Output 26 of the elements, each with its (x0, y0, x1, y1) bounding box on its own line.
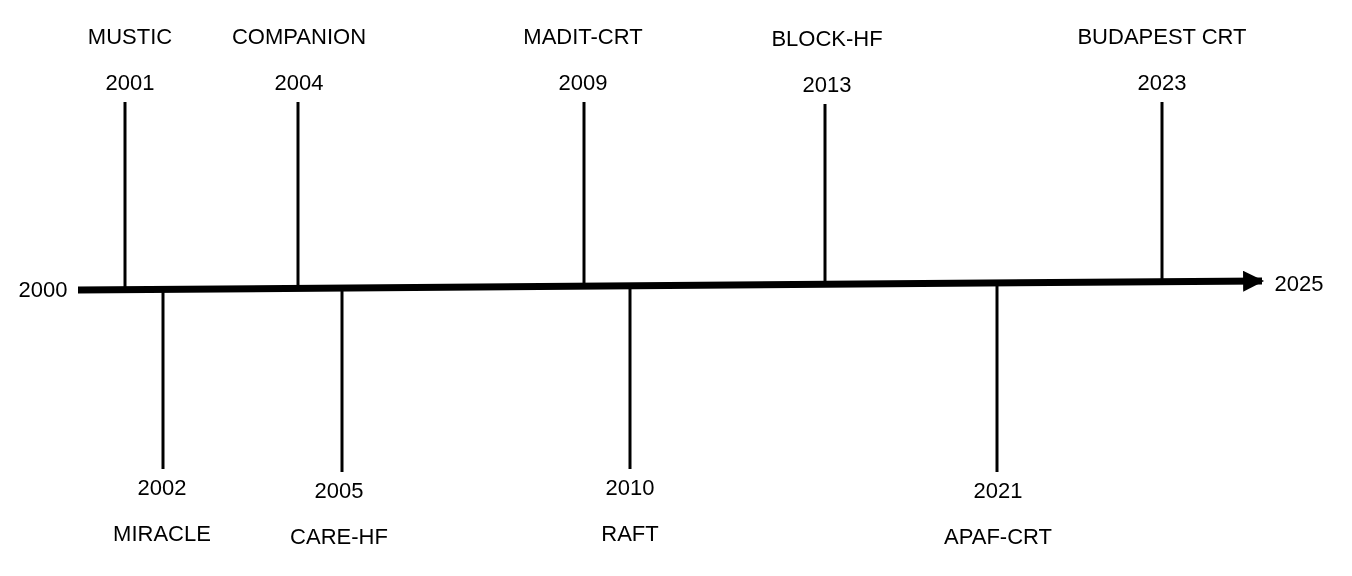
year-label: 2002 (137, 475, 187, 501)
timeline-tick (161, 289, 165, 469)
year-label: 2023 (1137, 70, 1187, 96)
axis-year-label: 2000 (18, 277, 68, 303)
timeline-tick (340, 288, 344, 472)
trial-name-label: APAF-CRT (944, 524, 1052, 550)
trial-name-label: CARE-HF (290, 524, 388, 550)
trial-name-label: BLOCK-HF (771, 26, 883, 52)
trial-name-label: BUDAPEST CRT (1077, 24, 1247, 50)
timeline-tick (995, 283, 999, 472)
year-label: 2021 (973, 478, 1023, 504)
year-label: 2004 (274, 70, 324, 96)
trial-name-label: RAFT (601, 521, 659, 547)
year-label: 2010 (605, 475, 655, 501)
year-label: 2013 (802, 72, 852, 98)
year-label: 2009 (558, 70, 608, 96)
trial-name-label: MADIT-CRT (523, 24, 643, 50)
timeline-tick (123, 102, 127, 290)
timeline-axis-arrow (77, 270, 1265, 294)
trial-name-label: COMPANION (232, 24, 366, 50)
trial-name-label: MIRACLE (113, 521, 211, 547)
timeline-tick (1160, 102, 1164, 282)
axis-year-label: 2025 (1274, 271, 1324, 297)
trial-name-label: MUSTIC (87, 24, 173, 50)
year-label: 2001 (105, 70, 155, 96)
year-label: 2005 (314, 478, 364, 504)
